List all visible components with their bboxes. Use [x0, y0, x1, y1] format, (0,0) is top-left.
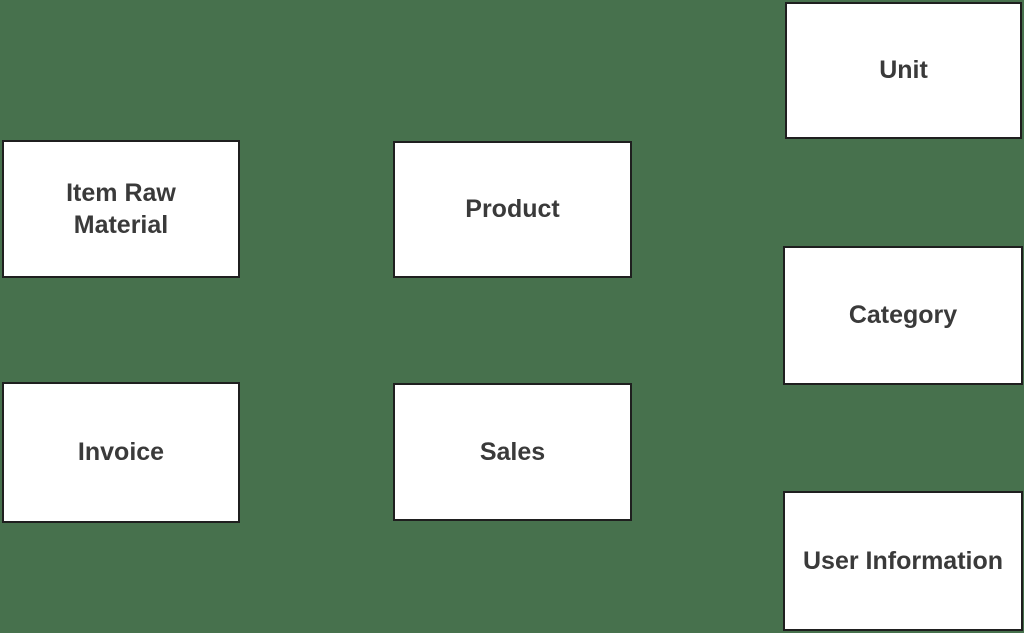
node-label: Sales [479, 437, 546, 466]
node-label: Invoice [77, 438, 165, 467]
node-sales: Sales [393, 383, 632, 521]
node-invoice: Invoice [2, 382, 240, 523]
node-product: Product [393, 141, 632, 278]
node-user-information: User Information [783, 491, 1023, 631]
node-label: Unit [879, 56, 928, 85]
node-label: User Information [802, 546, 1004, 575]
node-label: Item Raw Material [66, 178, 176, 240]
node-label: Product [465, 195, 560, 224]
node-label: Category [848, 301, 958, 330]
node-category: Category [783, 246, 1023, 385]
node-unit: Unit [785, 2, 1022, 139]
node-item-raw-material: Item Raw Material [2, 140, 240, 278]
